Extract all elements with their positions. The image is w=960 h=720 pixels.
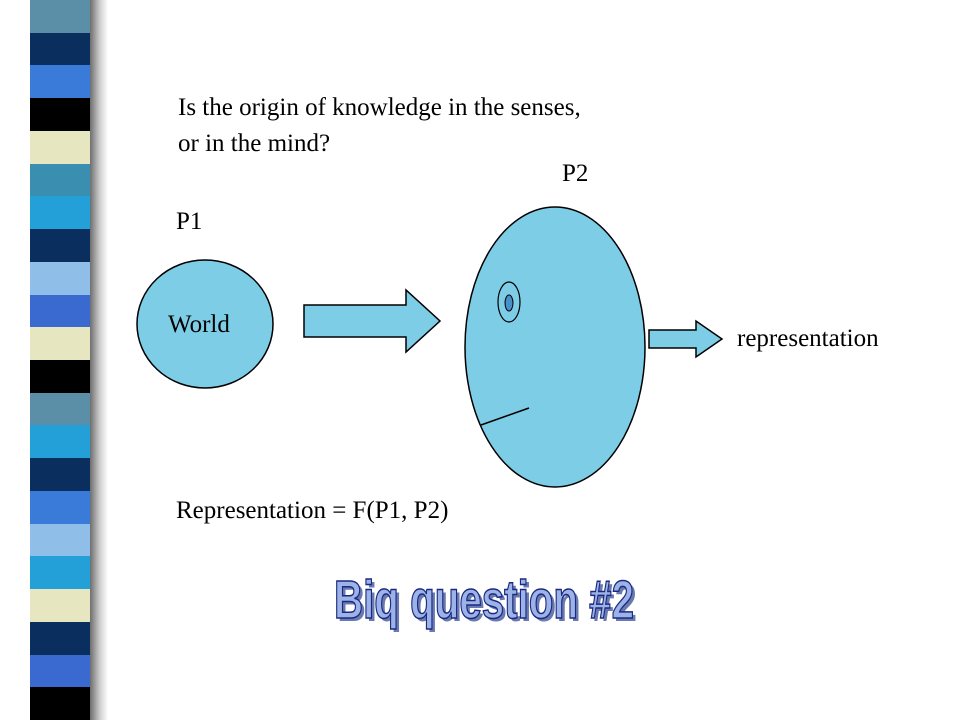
label-p2: P2 (562, 160, 589, 187)
stripe-segment (30, 523, 90, 557)
decorative-stripe-bar (30, 0, 90, 720)
world-to-head-arrow (303, 288, 442, 354)
svg-text:Biq question #2: Biq question #2 (334, 570, 634, 630)
stripe-segment (30, 556, 90, 590)
label-representation: representation (737, 325, 879, 352)
stripe-segment (30, 425, 90, 459)
stripe-segment (30, 261, 90, 296)
stripe-segment (30, 490, 90, 525)
stripe-segment (30, 589, 90, 623)
question-text: Is the origin of knowledge in the senses… (178, 90, 581, 162)
stripe-segment (30, 458, 90, 492)
stripe-segment (30, 163, 90, 197)
question-line-2: or in the mind? (178, 130, 331, 157)
stripe-segment (30, 360, 90, 394)
stripe-segment (30, 687, 90, 720)
stripe-segment (30, 130, 90, 165)
formula-text: Representation = F(P1, P2) (176, 497, 449, 524)
mouth-line (480, 407, 530, 426)
svg-text:Biq question #2: Biq question #2 (337, 573, 637, 633)
world-circle (136, 259, 274, 389)
stripe-segment (30, 32, 90, 66)
head-ellipse (464, 206, 646, 488)
stripe-segment (30, 621, 90, 656)
label-world: World (168, 311, 230, 338)
head-to-representation-arrow (648, 319, 724, 359)
eye-pupil (504, 294, 514, 312)
stripe-segment (30, 65, 90, 99)
big-question-title-art: Biq question #2 Biq question #2 (333, 569, 637, 633)
stripe-segment (30, 229, 90, 263)
stripe-segment (30, 654, 90, 688)
stripe-segment (30, 392, 90, 426)
stripe-segment (30, 0, 90, 34)
question-line-1: Is the origin of knowledge in the senses… (178, 94, 581, 121)
stripe-segment (30, 327, 90, 361)
stripe-shadow (90, 0, 108, 720)
label-p1: P1 (176, 208, 203, 235)
stripe-segment (30, 196, 90, 230)
stripe-segment (30, 98, 90, 132)
stripe-segment (30, 294, 90, 328)
